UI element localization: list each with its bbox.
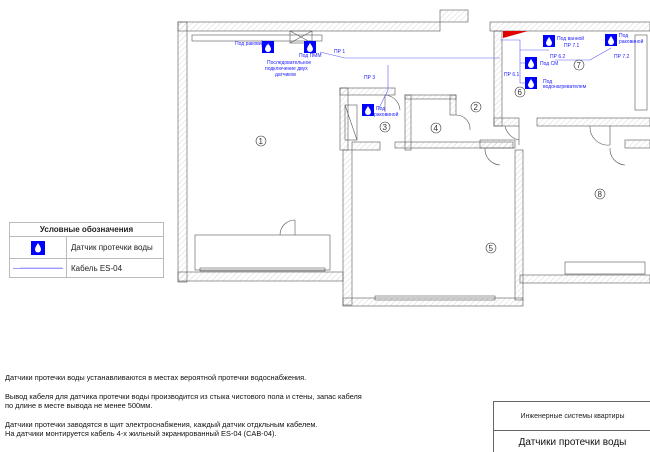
note: Датчики протечки воды устанавливаются в …	[5, 373, 307, 382]
sensor-label: Под раковиной	[235, 40, 270, 47]
sensor-s3[interactable]	[362, 104, 374, 116]
water-leak-sensor-icon	[543, 35, 555, 47]
sensor-label: Под	[376, 106, 385, 112]
legend-title: Условные обозначения	[10, 223, 163, 237]
room-number: 4	[434, 124, 439, 133]
sensor-label: раковиной	[374, 111, 399, 118]
sensor-s6[interactable]	[525, 57, 537, 69]
electrical-panel	[503, 31, 528, 38]
system-name: Инженерные системы квартиры	[494, 402, 650, 431]
water-leak-sensor-icon	[31, 240, 45, 255]
sensor-s2[interactable]	[304, 41, 316, 53]
cable-line-icon	[13, 267, 63, 269]
cable-tag: ПР 7.1	[564, 43, 579, 49]
sensor-s5[interactable]	[605, 34, 617, 46]
title-block: Инженерные системы квартиры Датчики прот…	[493, 401, 650, 452]
fixtures	[191, 30, 648, 301]
sensor-label: раковиной	[619, 38, 644, 45]
room-number: 1	[259, 137, 264, 146]
cable-tag: ПР 3	[364, 75, 375, 81]
note: по длине в месте вывода не менее 500мм.	[5, 401, 153, 410]
room-number: 6	[518, 88, 523, 97]
legend-row: Датчик протечки воды	[10, 237, 163, 259]
water-leak-sensor-icon	[525, 77, 537, 89]
water-leak-sensor-icon	[605, 34, 617, 46]
note: Вывод кабеля для датчика протечки воды п…	[5, 392, 362, 401]
sensor-label: Под ванной	[557, 35, 584, 42]
sensor-s4[interactable]	[543, 35, 555, 47]
cable-tag: ПР 1	[334, 49, 345, 55]
legend-label: Кабель ES-04	[71, 263, 123, 273]
cable-tag: ПР 7.2	[614, 54, 629, 60]
room-number: 2	[474, 103, 479, 112]
cable-tag: ПР 6.2	[550, 54, 565, 60]
room-number: 8	[598, 190, 603, 199]
sensor-note: Последовательное	[267, 60, 311, 66]
sensor-label: водонагревателем	[543, 84, 587, 90]
note: Датчики протечки заводятся в щит электро…	[5, 420, 318, 429]
cable-tag: ПР 6.1	[504, 72, 519, 78]
legend-label: Датчик протечки воды	[71, 243, 153, 252]
sensor-label: Под СМ	[540, 61, 558, 67]
sensor-note: датчиков	[275, 72, 296, 78]
note: На датчики монтируется кабель 4-х жильны…	[5, 429, 277, 438]
sheet-title: Датчики протечки воды	[518, 437, 627, 448]
room-numbers	[255, 59, 606, 254]
sensor-label: Под ПММ	[299, 53, 322, 59]
sensor-label: Под	[543, 79, 552, 85]
room-number: 7	[577, 61, 582, 70]
room-number: 3	[383, 123, 388, 132]
sensor-label: Под	[619, 33, 628, 39]
room-number: 5	[489, 244, 494, 253]
legend-table: Условные обозначения Датчик протечки вод…	[9, 222, 164, 278]
water-leak-sensor-icon	[362, 104, 374, 116]
walls	[177, 9, 650, 307]
water-leak-sensor-icon	[525, 57, 537, 69]
water-leak-sensor-icon	[304, 41, 316, 53]
sensor-s7[interactable]	[525, 77, 537, 89]
sensor-note: подключение двух	[265, 66, 308, 72]
legend-row: Кабель ES-04	[10, 259, 163, 277]
